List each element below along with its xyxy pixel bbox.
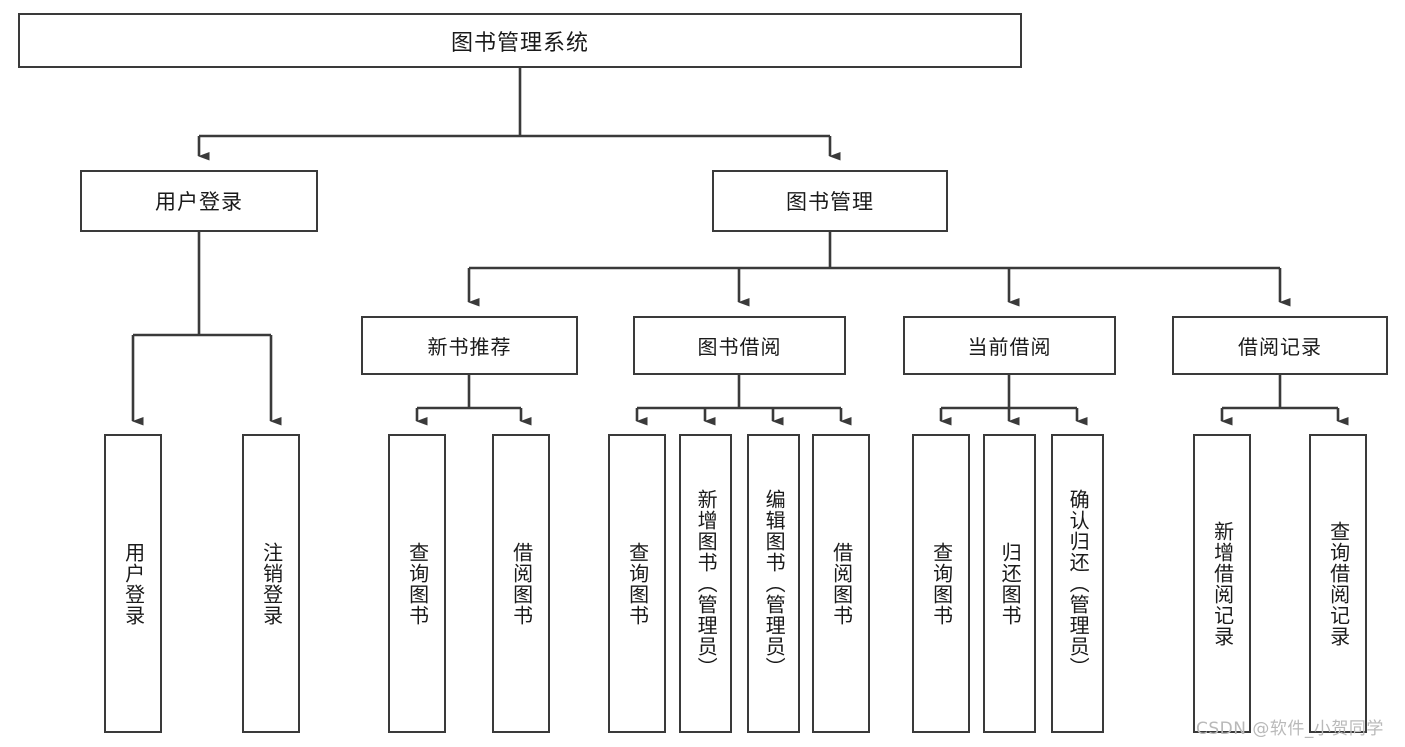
leaf-logout-login-label: 注销登录 (259, 541, 284, 626)
leaf-query-book-1[interactable]: 查询图书 (388, 434, 446, 733)
leaf-query-book-2[interactable]: 查询图书 (608, 434, 666, 733)
node-new-book-recommend-label: 新书推荐 (427, 335, 512, 359)
leaf-add-record-label: 新增借阅记录 (1210, 520, 1235, 647)
watermark: CSDN @软件_小贺同学 (1196, 719, 1384, 739)
leaf-return-book-label: 归还图书 (998, 541, 1023, 626)
node-book-borrow[interactable]: 图书借阅 (633, 316, 846, 375)
leaf-confirm-return[interactable]: 确认归还（管理员） (1051, 434, 1104, 733)
node-new-book-recommend[interactable]: 新书推荐 (361, 316, 578, 375)
leaf-confirm-return-label: 确认归还（管理员） (1066, 489, 1091, 678)
leaf-borrow-book-2[interactable]: 借阅图书 (812, 434, 870, 733)
leaf-borrow-book-2-label: 借阅图书 (829, 541, 854, 626)
leaf-query-record[interactable]: 查询借阅记录 (1309, 434, 1367, 733)
node-user-login[interactable]: 用户登录 (80, 170, 318, 232)
leaf-query-book-2-label: 查询图书 (625, 541, 650, 626)
node-borrow-record-label: 借阅记录 (1238, 335, 1322, 359)
node-root[interactable]: 图书管理系统 (18, 13, 1022, 68)
leaf-borrow-book-1-label: 借阅图书 (509, 541, 534, 626)
node-current-borrow[interactable]: 当前借阅 (903, 316, 1116, 375)
leaf-query-record-label: 查询借阅记录 (1326, 520, 1351, 647)
leaf-query-book-1-label: 查询图书 (405, 541, 430, 626)
node-user-login-label: 用户登录 (155, 190, 243, 214)
node-book-borrow-label: 图书借阅 (697, 335, 782, 359)
leaf-borrow-book-1[interactable]: 借阅图书 (492, 434, 550, 733)
leaf-add-record[interactable]: 新增借阅记录 (1193, 434, 1251, 733)
leaf-add-book[interactable]: 新增图书（管理员） (679, 434, 732, 733)
node-current-borrow-label: 当前借阅 (967, 335, 1052, 359)
leaf-return-book[interactable]: 归还图书 (983, 434, 1036, 733)
leaf-user-login[interactable]: 用户登录 (104, 434, 162, 733)
leaf-query-book-3-label: 查询图书 (929, 541, 954, 626)
node-borrow-record[interactable]: 借阅记录 (1172, 316, 1388, 375)
node-book-manage[interactable]: 图书管理 (712, 170, 948, 232)
leaf-edit-book-label: 编辑图书（管理员） (762, 489, 787, 678)
leaf-user-login-label: 用户登录 (121, 541, 146, 626)
leaf-query-book-3[interactable]: 查询图书 (912, 434, 970, 733)
node-root-label: 图书管理系统 (450, 30, 589, 56)
leaf-add-book-label: 新增图书（管理员） (694, 489, 719, 678)
leaf-edit-book[interactable]: 编辑图书（管理员） (747, 434, 800, 733)
leaf-logout-login[interactable]: 注销登录 (242, 434, 300, 733)
node-book-manage-label: 图书管理 (786, 190, 874, 214)
